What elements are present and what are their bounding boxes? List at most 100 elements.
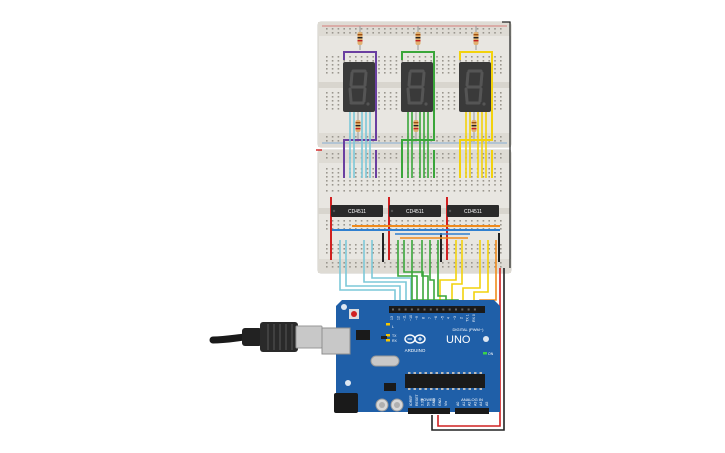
- breadboard-hole: [331, 252, 334, 254]
- breadboard-hole: [360, 228, 363, 230]
- digital-pin-label: ~10: [409, 315, 413, 321]
- breadboard-hole: [500, 262, 502, 264]
- breadboard-hole: [395, 68, 398, 70]
- breadboard-hole: [366, 248, 369, 250]
- breadboard-hole: [326, 64, 328, 66]
- chip-leg: [474, 372, 477, 374]
- ic-chip[interactable]: CD4511: [331, 205, 383, 217]
- breadboard-hole: [337, 153, 340, 155]
- breadboard-hole: [366, 28, 369, 30]
- resistor[interactable]: [471, 112, 477, 142]
- breadboard-hole: [488, 32, 490, 34]
- breadboard-hole: [442, 96, 444, 98]
- breadboard-hole: [343, 252, 345, 254]
- breadboard-hole: [471, 157, 473, 159]
- header-pin[interactable]: [423, 308, 426, 311]
- header-pin[interactable]: [461, 308, 464, 311]
- breadboard-hole: [407, 60, 409, 62]
- header-pin[interactable]: [429, 308, 432, 311]
- chip-leg: [413, 372, 416, 374]
- resistor[interactable]: [355, 112, 361, 142]
- header-pin[interactable]: [473, 308, 476, 311]
- usb-cable[interactable]: [209, 322, 323, 352]
- model-label: UNO: [446, 334, 471, 346]
- breadboard-hole: [500, 168, 502, 170]
- chip-leg: [435, 388, 438, 390]
- rx-label: RX: [392, 339, 398, 343]
- seven-segment-display[interactable]: 8: [401, 62, 433, 112]
- header-pin[interactable]: [410, 308, 413, 311]
- pin-label: A4: [479, 402, 483, 406]
- wire-purple[interactable]: [343, 51, 377, 178]
- header-pin[interactable]: [455, 308, 457, 311]
- breadboard-hole: [442, 68, 444, 70]
- atmega-chip[interactable]: [405, 374, 485, 388]
- wire-bundle-cyan[interactable]: [349, 112, 371, 178]
- breadboard-hole: [407, 180, 409, 182]
- ic-chip[interactable]: CD4511: [447, 205, 499, 217]
- breadboard-hole: [459, 180, 461, 182]
- header-pin[interactable]: [442, 308, 445, 311]
- breadboard-hole: [447, 60, 450, 62]
- breadboard-hole: [436, 180, 438, 182]
- header-pin[interactable]: [404, 308, 407, 311]
- breadboard-hole: [355, 228, 357, 230]
- breadboard-hole: [337, 184, 340, 186]
- header-pin[interactable]: [392, 308, 394, 311]
- wire-black[interactable]: [431, 268, 505, 431]
- breadboard-hole: [447, 224, 450, 226]
- seven-segment-display[interactable]: 8: [459, 62, 491, 112]
- wire-bundle-green[interactable]: [397, 240, 435, 312]
- ic-chip[interactable]: CD4511: [389, 205, 441, 217]
- resistor[interactable]: [415, 26, 421, 50]
- breadboard-hole: [442, 153, 444, 155]
- header-pin[interactable]: [467, 308, 470, 311]
- breadboard-hole: [389, 228, 392, 230]
- breadboard-hole: [378, 68, 380, 70]
- breadboard-hole: [436, 252, 438, 254]
- digital-pin-label: 12: [396, 316, 400, 320]
- breadboard-hole: [447, 176, 450, 178]
- breadboard-hole: [389, 168, 392, 170]
- header-pin[interactable]: [448, 308, 451, 311]
- breadboard-hole: [494, 72, 496, 74]
- breadboard-hole: [349, 224, 351, 226]
- chip-legs: [408, 372, 482, 390]
- breadboard-hole: [424, 220, 427, 222]
- pin-label: 5V: [426, 401, 430, 406]
- breadboard-hole: [395, 252, 398, 254]
- header-pin[interactable]: [417, 308, 420, 311]
- resistor[interactable]: [357, 26, 363, 50]
- power-header[interactable]: [408, 408, 450, 414]
- breadboard-hole: [494, 100, 496, 102]
- wire-black[interactable]: [502, 21, 511, 268]
- breadboard-hole: [476, 252, 479, 254]
- resistor[interactable]: [473, 26, 479, 50]
- breadboard-hole: [447, 244, 450, 246]
- analog-header[interactable]: [455, 408, 489, 414]
- breadboard-hole: [331, 228, 334, 230]
- breadboard-hole: [482, 168, 485, 170]
- breadboard-hole: [326, 108, 328, 110]
- breadboard-hole: [447, 228, 450, 230]
- breadboard-hole: [500, 28, 502, 30]
- breadboard-hole: [337, 224, 340, 226]
- breadboard-hole: [372, 248, 374, 250]
- breadboard-hole: [424, 136, 427, 138]
- breadboard-hole: [488, 56, 490, 58]
- wire-bundle-cyan[interactable]: [339, 240, 412, 312]
- wire-bundle-yellow[interactable]: [465, 112, 487, 178]
- resistor[interactable]: [413, 112, 419, 142]
- breadboard-hole: [424, 248, 427, 250]
- breadboard-hole: [453, 64, 456, 66]
- breadboard-hole: [459, 252, 461, 254]
- wire-green[interactable]: [401, 51, 435, 178]
- seven-segment-display[interactable]: 8: [343, 62, 375, 112]
- header-pin[interactable]: [398, 308, 401, 311]
- wire-bundle-green[interactable]: [407, 112, 429, 178]
- breadboard-hole: [372, 180, 374, 182]
- header-pin[interactable]: [436, 308, 439, 311]
- breadboard-hole: [447, 220, 450, 222]
- wire-yellow[interactable]: [459, 51, 493, 178]
